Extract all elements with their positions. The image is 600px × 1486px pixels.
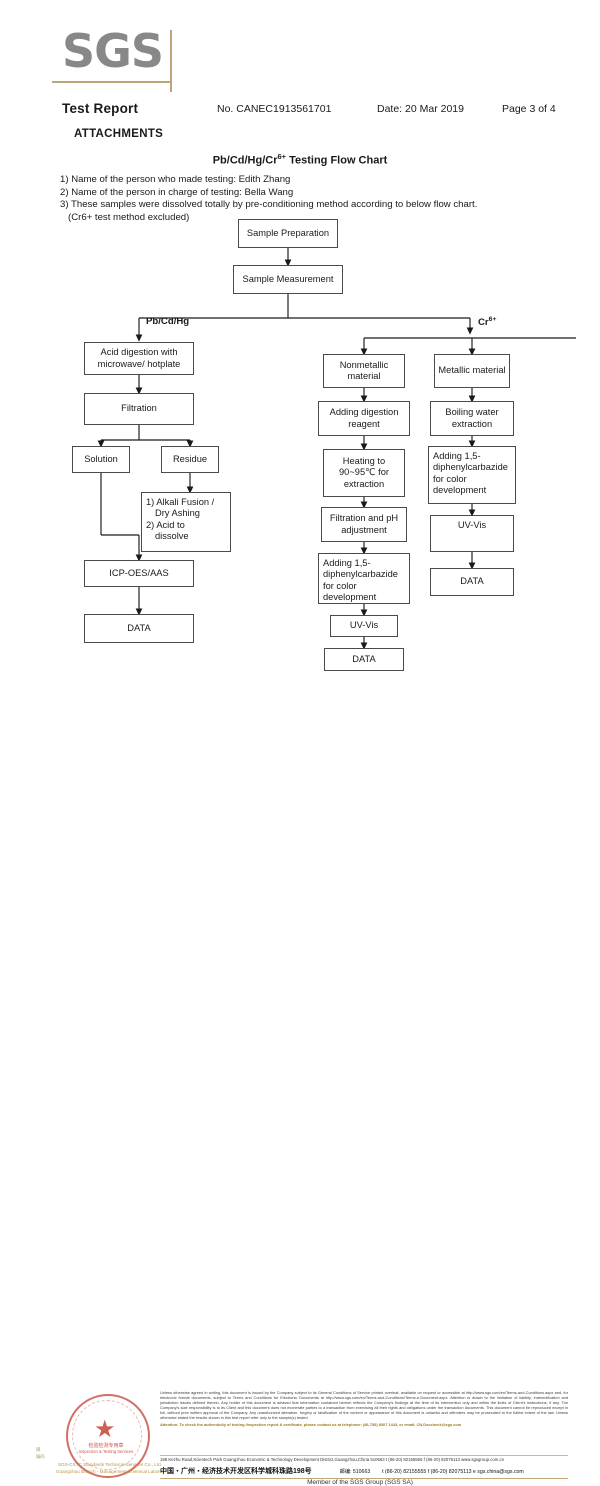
node-right-dpc-line-1: Adding 1,5-: [433, 451, 481, 461]
node-right-dpc-line-4: development: [433, 485, 487, 496]
node-boiling-water-extraction[interactable]: Boiling water extraction: [430, 401, 514, 436]
note-item-1: 1) Name of the person who made testing: …: [60, 174, 291, 185]
legal-body-text: Unless otherwise agreed in writing, this…: [160, 1390, 568, 1421]
side-mark-line-2: 编码: [36, 1454, 45, 1459]
seal-band-line-1: SGS-CSTC Standards Technical Services Co…: [58, 1462, 162, 1467]
node-middle-dpc-line-4: development: [323, 592, 377, 603]
node-solution[interactable]: Solution: [72, 446, 130, 473]
legal-disclaimer: Unless otherwise agreed in writing, this…: [160, 1390, 568, 1427]
node-nonmetallic-material[interactable]: Nonmetallic material: [323, 354, 405, 388]
node-right-adding-dpc[interactable]: Adding 1,5- diphenylcarbazide for color …: [428, 446, 516, 504]
company-seal-stamp: ★ 检验检测专用章 Inspection & Testing Services …: [56, 1390, 164, 1478]
seal-center-english: Inspection & Testing Services: [78, 1449, 134, 1454]
side-mark-line-1: 碘: [36, 1447, 41, 1452]
branch-label-cr6-sup: 6+: [488, 316, 497, 323]
flowchart-title-superscript: 6+: [277, 152, 287, 161]
member-statement-text: Member of the SGS Group (SGS SA): [307, 1479, 413, 1486]
address-chinese-contact: t (86-20) 82155555 f (86-20) 82075113 e …: [382, 1469, 524, 1475]
node-alkali-fusion[interactable]: 1) Alkali Fusion / Dry Ashing 2) Acid to…: [141, 492, 231, 552]
node-right-data[interactable]: DATA: [430, 568, 514, 596]
address-chinese-zip: 邮编: 510663: [339, 1469, 371, 1475]
node-alkali-line-4: dissolve: [155, 531, 189, 542]
section-heading-attachments: ATTACHMENTS: [74, 128, 164, 140]
member-statement: Member of the SGS Group (SGS SA): [0, 1479, 600, 1486]
note-item-3: 3) These samples were dissolved totally …: [60, 199, 478, 211]
node-alkali-line-2: Dry Ashing: [155, 508, 200, 519]
node-acid-digestion[interactable]: Acid digestion with microwave/ hotplate: [84, 342, 194, 375]
seal-center-chinese: 检验检测专用章: [88, 1443, 124, 1449]
note-item-2: 2) Name of the person in charge of testi…: [60, 186, 294, 198]
branch-label-cr6: Cr6+: [478, 316, 496, 328]
sgs-logo-text: SGS: [62, 24, 164, 78]
node-middle-uv-vis[interactable]: UV-Vis: [330, 615, 398, 637]
node-alkali-line-1: 1) Alkali Fusion /: [146, 497, 215, 507]
logo-vertical-rule: [170, 30, 172, 92]
node-middle-dpc-line-3: for color: [323, 580, 357, 591]
seal-band-line-2: Guangzhou Branch - Management Chemical L…: [56, 1469, 164, 1474]
node-adding-digestion-reagent[interactable]: Adding digestion reagent: [318, 401, 410, 436]
node-middle-dpc-line-1: Adding 1,5-: [323, 558, 371, 568]
node-sample-measurement[interactable]: Sample Measurement: [233, 265, 343, 294]
testing-flow-chart: Sample Preparation Sample Measurement Pb…: [0, 0, 600, 700]
node-alkali-line-3: 2) Acid to: [146, 519, 185, 530]
node-middle-dpc-line-2: diphenylcarbazide: [323, 569, 398, 580]
sgs-logo: SGS: [52, 24, 182, 92]
footer-divider-rule: [160, 1455, 568, 1456]
address-english-contact: t (86-20) 82155555 f (86-20) 82075113 ww…: [385, 1457, 505, 1462]
branch-label-cr6-text: Cr: [478, 317, 489, 329]
node-metallic-material[interactable]: Metallic material: [434, 354, 510, 388]
page-indicator: Page 3 of 4: [502, 103, 556, 115]
logo-horizontal-rule: [52, 81, 170, 83]
node-residue[interactable]: Residue: [161, 446, 219, 473]
flowchart-title: Pb/Cd/Hg/Cr6+ Testing Flow Chart: [0, 152, 600, 167]
node-middle-adding-dpc[interactable]: Adding 1,5- diphenylcarbazide for color …: [318, 553, 410, 604]
page-footer: ★ 检验检测专用章 Inspection & Testing Services …: [0, 690, 600, 1486]
branch-label-pb-cd-hg: Pb/Cd/Hg: [146, 316, 190, 327]
node-middle-data[interactable]: DATA: [324, 648, 404, 671]
notes-list: 1) Name of the person who made testing: …: [60, 174, 560, 224]
node-left-data[interactable]: DATA: [84, 614, 194, 643]
node-icp-oes-aas[interactable]: ICP-OES/AAS: [84, 560, 194, 587]
flowchart-title-main: Pb/Cd/Hg/Cr: [212, 154, 278, 167]
seal-star-icon: ★: [94, 1416, 116, 1443]
address-english: 198 Kezhu Road,Scientech Park Guangzhou …: [160, 1457, 568, 1462]
node-sample-preparation[interactable]: Sample Preparation: [238, 219, 338, 248]
side-margin-mark: 碘 编码: [36, 1446, 45, 1460]
node-right-dpc-line-2: diphenylcarbazide: [433, 462, 508, 473]
report-header-row: Test Report No. CANEC1913561701 Date: 20…: [62, 101, 562, 119]
address-english-text: 198 Kezhu Road,Scientech Park Guangzhou …: [160, 1457, 385, 1462]
node-filtration-ph-adjustment[interactable]: Filtration and pH adjustment: [321, 507, 407, 542]
page-title: Test Report: [62, 101, 139, 116]
report-number: No. CANEC1913561701: [217, 103, 332, 115]
node-right-uv-vis[interactable]: UV-Vis: [430, 515, 514, 552]
flowchart-title-rest: Testing Flow Chart: [286, 154, 388, 167]
address-chinese: 中国・广州・经济技术开发区科学城科珠路198号 邮编: 510663 t (86…: [160, 1466, 568, 1476]
address-chinese-text: 中国・广州・经济技术开发区科学城科珠路198号: [160, 1468, 312, 1475]
node-right-dpc-line-3: for color: [433, 473, 467, 484]
node-heating-extraction[interactable]: Heating to 90~95℃ for extraction: [323, 449, 405, 497]
note-item-4: (Cr6+ test method excluded): [68, 211, 190, 223]
node-filtration[interactable]: Filtration: [84, 393, 194, 425]
report-date: Date: 20 Mar 2019: [377, 103, 464, 115]
legal-attention-text: Attention: To check the authenticity of …: [160, 1421, 462, 1427]
